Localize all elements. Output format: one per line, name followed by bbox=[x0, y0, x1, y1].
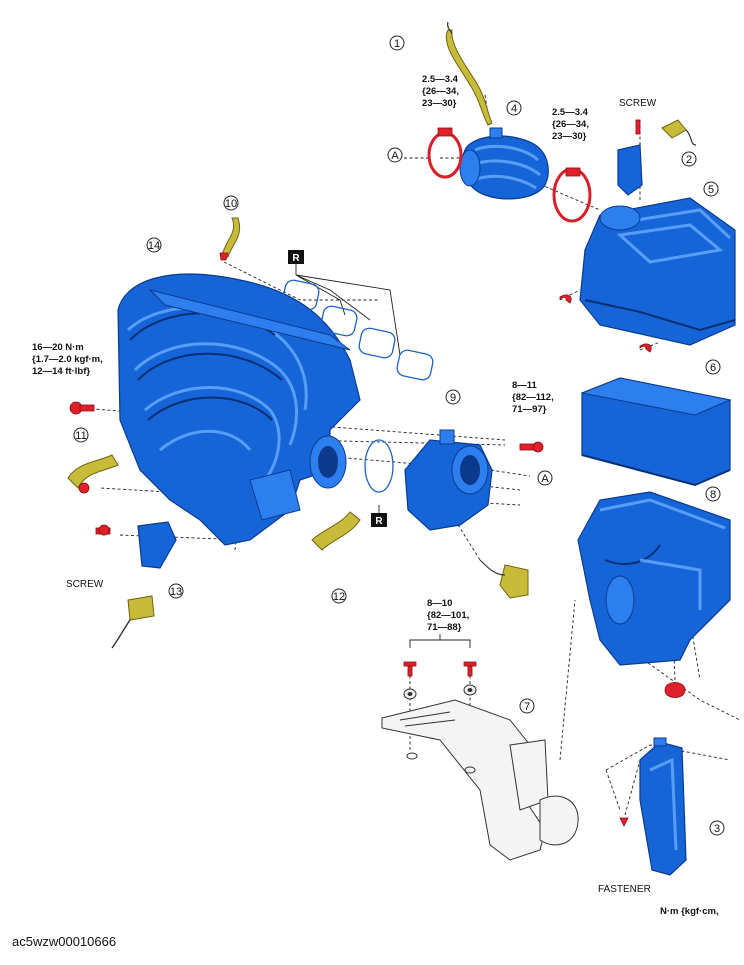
svg-text:10: 10 bbox=[225, 198, 237, 210]
torque-spec-clamp-left: 2.5—3.4 {26—34, 23—30} bbox=[422, 74, 459, 109]
callout-14: 14 bbox=[146, 237, 162, 253]
intake-bracket-7 bbox=[381, 699, 579, 861]
svg-text:4: 4 bbox=[511, 103, 517, 115]
throttle-gasket bbox=[364, 439, 394, 493]
hose-11 bbox=[67, 454, 119, 494]
svg-text:{26—34,: {26—34, bbox=[422, 86, 459, 97]
svg-text:8—10: 8—10 bbox=[427, 598, 452, 609]
svg-text:{82—101,: {82—101, bbox=[427, 610, 469, 621]
svg-text:12—14 ft·lbf}: 12—14 ft·lbf} bbox=[32, 366, 90, 377]
callout-7: 7 bbox=[519, 698, 535, 714]
screw-label-left: SCREW bbox=[66, 579, 104, 590]
hose-clamp-left bbox=[427, 127, 463, 179]
fastener-label: FASTENER bbox=[598, 884, 651, 895]
bracket-2 bbox=[617, 119, 697, 196]
figure-id-caption: ac5wzw00010666 bbox=[12, 934, 117, 949]
ref-a-left: A bbox=[387, 147, 403, 163]
units-label: N·m {kgf·cm, bbox=[660, 906, 719, 917]
air-cleaner-cover-5 bbox=[559, 197, 736, 353]
sensor-13 bbox=[95, 521, 177, 649]
callout-10: 10 bbox=[223, 195, 239, 211]
svg-text:23—30}: 23—30} bbox=[422, 98, 457, 109]
fresh-air-duct-4 bbox=[459, 127, 549, 200]
svg-text:{1.7—2.0 kgf·m,: {1.7—2.0 kgf·m, bbox=[32, 354, 103, 365]
hose-clamp-right bbox=[552, 167, 592, 223]
callout-9: 9 bbox=[445, 389, 461, 405]
throttle-connector bbox=[479, 559, 529, 599]
svg-text:14: 14 bbox=[148, 240, 160, 252]
ref-a-right: A bbox=[537, 470, 553, 486]
breather-hose-1 bbox=[445, 21, 493, 126]
callout-13: 13 bbox=[168, 583, 184, 599]
callout-4: 4 bbox=[506, 100, 522, 116]
svg-text:{82—112,: {82—112, bbox=[512, 392, 554, 403]
replace-mark-bottom: R bbox=[371, 513, 387, 527]
svg-text:11: 11 bbox=[75, 430, 86, 442]
callout-5: 5 bbox=[703, 181, 719, 197]
throttle-body-9 bbox=[404, 429, 493, 531]
svg-text:3: 3 bbox=[714, 823, 720, 835]
svg-text:A: A bbox=[541, 473, 549, 485]
hose-10 bbox=[219, 217, 241, 261]
callout-2: 2 bbox=[681, 151, 697, 167]
replace-mark-top: R bbox=[288, 250, 304, 264]
svg-text:2.5—3.4: 2.5—3.4 bbox=[422, 74, 459, 85]
svg-text:16—20 N·m: 16—20 N·m bbox=[32, 342, 84, 353]
torque-spec-clamp-right: 2.5—3.4 {26—34, 23—30} bbox=[552, 107, 589, 142]
throttle-bolt bbox=[519, 441, 544, 453]
svg-text:{26—34,: {26—34, bbox=[552, 119, 589, 130]
svg-text:9: 9 bbox=[450, 392, 456, 404]
svg-text:2: 2 bbox=[686, 154, 692, 166]
hose-12 bbox=[311, 511, 361, 551]
callout-3: 3 bbox=[709, 820, 725, 836]
svg-text:R: R bbox=[292, 253, 300, 264]
svg-text:23—30}: 23—30} bbox=[552, 131, 587, 142]
intake-gaskets bbox=[282, 279, 434, 381]
callout-8: 8 bbox=[705, 486, 721, 502]
air-cleaner-case-8 bbox=[577, 491, 731, 698]
callout-12: 12 bbox=[331, 588, 347, 604]
callout-6: 6 bbox=[705, 359, 721, 375]
svg-text:R: R bbox=[375, 516, 383, 527]
intake-manifold-14 bbox=[117, 273, 361, 546]
torque-spec-throttle-bolt: 8—11 {82—112, 71—97} bbox=[512, 380, 554, 415]
svg-text:A: A bbox=[391, 150, 399, 162]
air-duct-3 bbox=[619, 737, 687, 876]
svg-text:8: 8 bbox=[710, 489, 716, 501]
screw-label-top: SCREW bbox=[619, 98, 657, 109]
svg-text:13: 13 bbox=[170, 586, 182, 598]
manifold-bolt bbox=[69, 401, 95, 415]
svg-text:71—97}: 71—97} bbox=[512, 404, 547, 415]
callout-11: 11 bbox=[73, 427, 89, 443]
svg-text:6: 6 bbox=[710, 362, 716, 374]
svg-text:2.5—3.4: 2.5—3.4 bbox=[552, 107, 589, 118]
svg-text:8—11: 8—11 bbox=[512, 380, 538, 391]
svg-text:7: 7 bbox=[524, 701, 530, 713]
callout-1: 1 bbox=[389, 35, 405, 51]
svg-text:71—88}: 71—88} bbox=[427, 622, 462, 633]
air-filter-element-6 bbox=[580, 377, 732, 487]
torque-spec-bracket-bolts: 8—10 {82—101, 71—88} bbox=[409, 598, 471, 648]
svg-text:1: 1 bbox=[394, 38, 400, 50]
torque-spec-manifold-bolt: 16—20 N·m {1.7—2.0 kgf·m, 12—14 ft·lbf} bbox=[32, 342, 103, 377]
bracket-bolts bbox=[403, 661, 477, 700]
svg-text:5: 5 bbox=[708, 184, 714, 196]
svg-text:12: 12 bbox=[333, 591, 345, 603]
